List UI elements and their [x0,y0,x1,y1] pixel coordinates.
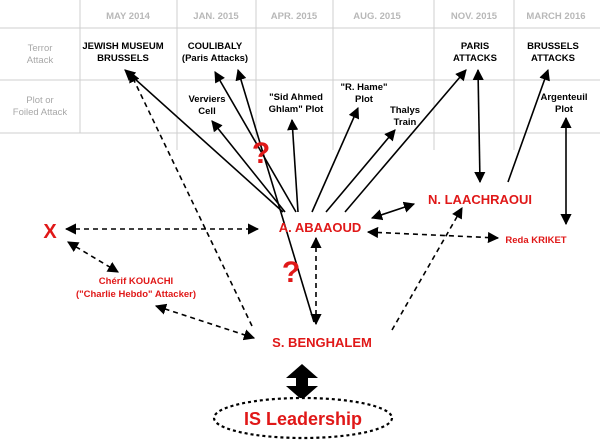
month-header: APR. 2015 [271,11,318,22]
link-laachraoui-brussels [507,68,550,183]
row-label-plot: Foiled Attack [13,107,68,118]
month-headers: MAY 2014 JAN. 2015 APR. 2015 AUG. 2015 N… [106,11,585,22]
event-argenteuil: Argenteuil [541,92,588,103]
node-unknown-x: X [43,221,57,243]
solid-links [124,68,572,323]
node-laachraoui: N. LAACHRAOUI [428,192,532,207]
event-ghlam: Ghlam" Plot [269,104,324,115]
event-hame: Plot [355,94,374,105]
link-laachraoui-paris [472,68,486,184]
question-mark: ? [252,137,270,170]
link-abaaoud-coulibaly [214,71,297,213]
event-coulibaly: (Paris Attacks) [182,53,248,64]
row-label-plot: Plot or [26,95,53,106]
link-abaaoud-kriket [366,226,500,244]
row-label-terror: Terror [28,43,53,54]
link-benghalem-coulibaly [235,68,315,323]
event-brussels: ATTACKS [531,53,575,64]
row-label-terror: Attack [27,55,54,66]
leadership-ellipse [212,396,394,440]
node-kouachi: ("Charlie Hebdo" Attacker) [76,289,196,300]
event-brussels: BRUSSELS [527,41,579,52]
month-header: JAN. 2015 [193,11,239,22]
event-hame: "R. Hame" [340,82,387,93]
link-benghalem-jewish-museum [129,70,253,327]
link-abaaoud-verviers [211,120,286,213]
month-header: NOV. 2015 [451,11,498,22]
timeline-grid [0,0,600,150]
link-abaaoud-hame [311,106,360,213]
link-kouachi-benghalem [154,303,256,341]
node-abaaoud: A. ABAAOUD [279,220,362,235]
event-verviers: Cell [198,106,215,117]
month-header: AUG. 2015 [353,11,401,22]
link-benghalem-laachraoui [391,207,463,331]
link-x-kouachi [67,241,119,273]
link-abaaoud-jewish-museum [124,69,284,213]
link-abaaoud-laachraoui [370,201,416,221]
event-paris: PARIS [461,41,489,52]
link-abaaoud-paris [344,69,467,213]
node-benghalem: S. BENGHALEM [272,335,372,350]
event-paris: ATTACKS [453,53,497,64]
event-ghlam: "Sid Ahmed [269,92,323,103]
node-leadership: IS Leadership [244,409,362,429]
month-header: MARCH 2016 [526,11,585,22]
double-arrow-icon [286,364,318,400]
node-kouachi: Chérif KOUACHI [99,276,173,287]
event-thalys: Thalys [390,105,420,116]
link-abaaoud-thalys [325,129,396,213]
event-argenteuil: Plot [555,104,574,115]
month-header: MAY 2014 [106,11,151,22]
node-kriket: Reda KRIKET [505,235,566,246]
event-jewish-museum: JEWISH MUSEUM [82,41,163,52]
event-thalys: Train [394,117,417,128]
event-jewish-museum: BRUSSELS [97,53,149,64]
link-abaaoud-ghlam [287,118,299,213]
question-mark: ? [282,256,300,289]
event-verviers: Verviers [189,94,226,105]
event-coulibaly: COULIBALY [188,41,243,52]
event-labels: JEWISH MUSEUM BRUSSELS COULIBALY (Paris … [82,41,587,128]
dashed-links [64,70,500,341]
